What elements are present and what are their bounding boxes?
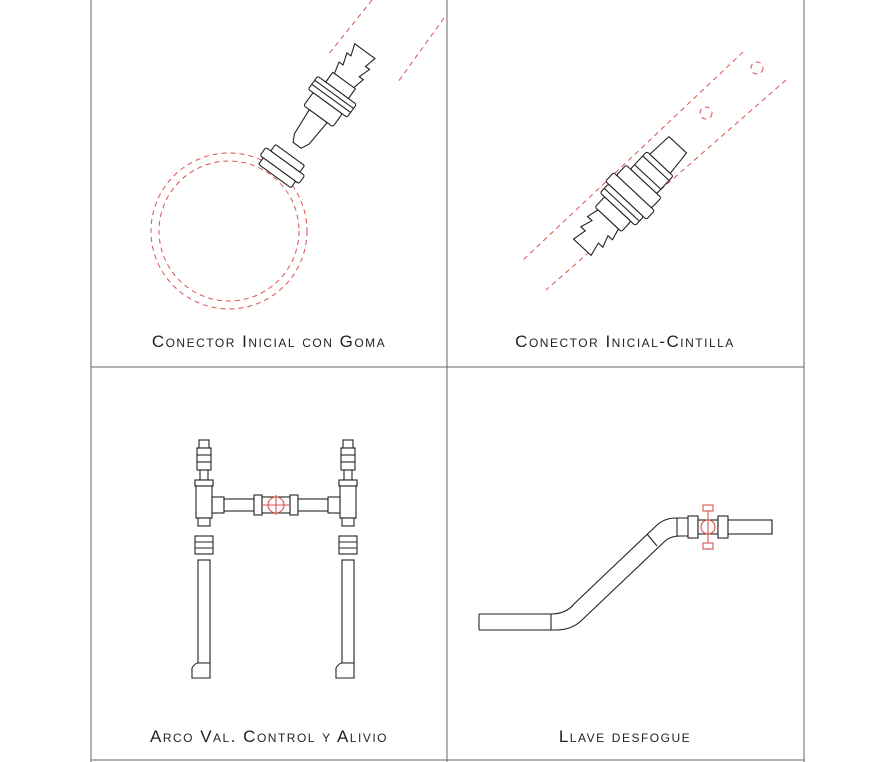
drain-valve-icon: [700, 504, 716, 550]
caption-connector-drip-tape: Conector Inicial-Cintilla: [515, 332, 735, 351]
panel-1-connector-with-gasket: [150, 0, 445, 310]
caption-valve-manifold: Arco Val. Control y Alivio: [149, 727, 388, 746]
left-riser: [191, 439, 214, 679]
connector-body: [258, 42, 376, 188]
bent-pipe: [478, 517, 688, 631]
panel-2-connector-drip-tape: [520, 51, 787, 291]
inline-connector: [572, 135, 688, 257]
panel-3-valve-manifold: [191, 439, 358, 679]
control-valve-icon: [261, 495, 291, 515]
caption-drain-valve: Llave desfogue: [558, 727, 692, 746]
panel-4-drain-valve: [478, 504, 773, 631]
drip-tape-outline: [327, 0, 445, 83]
caption-connector-with-gasket: Conector Inicial con Goma: [151, 332, 387, 351]
cross-pipe: [211, 494, 341, 516]
frame-lines: [90, 0, 805, 762]
main-pipe-outline: [150, 152, 308, 310]
right-riser: [335, 439, 358, 679]
